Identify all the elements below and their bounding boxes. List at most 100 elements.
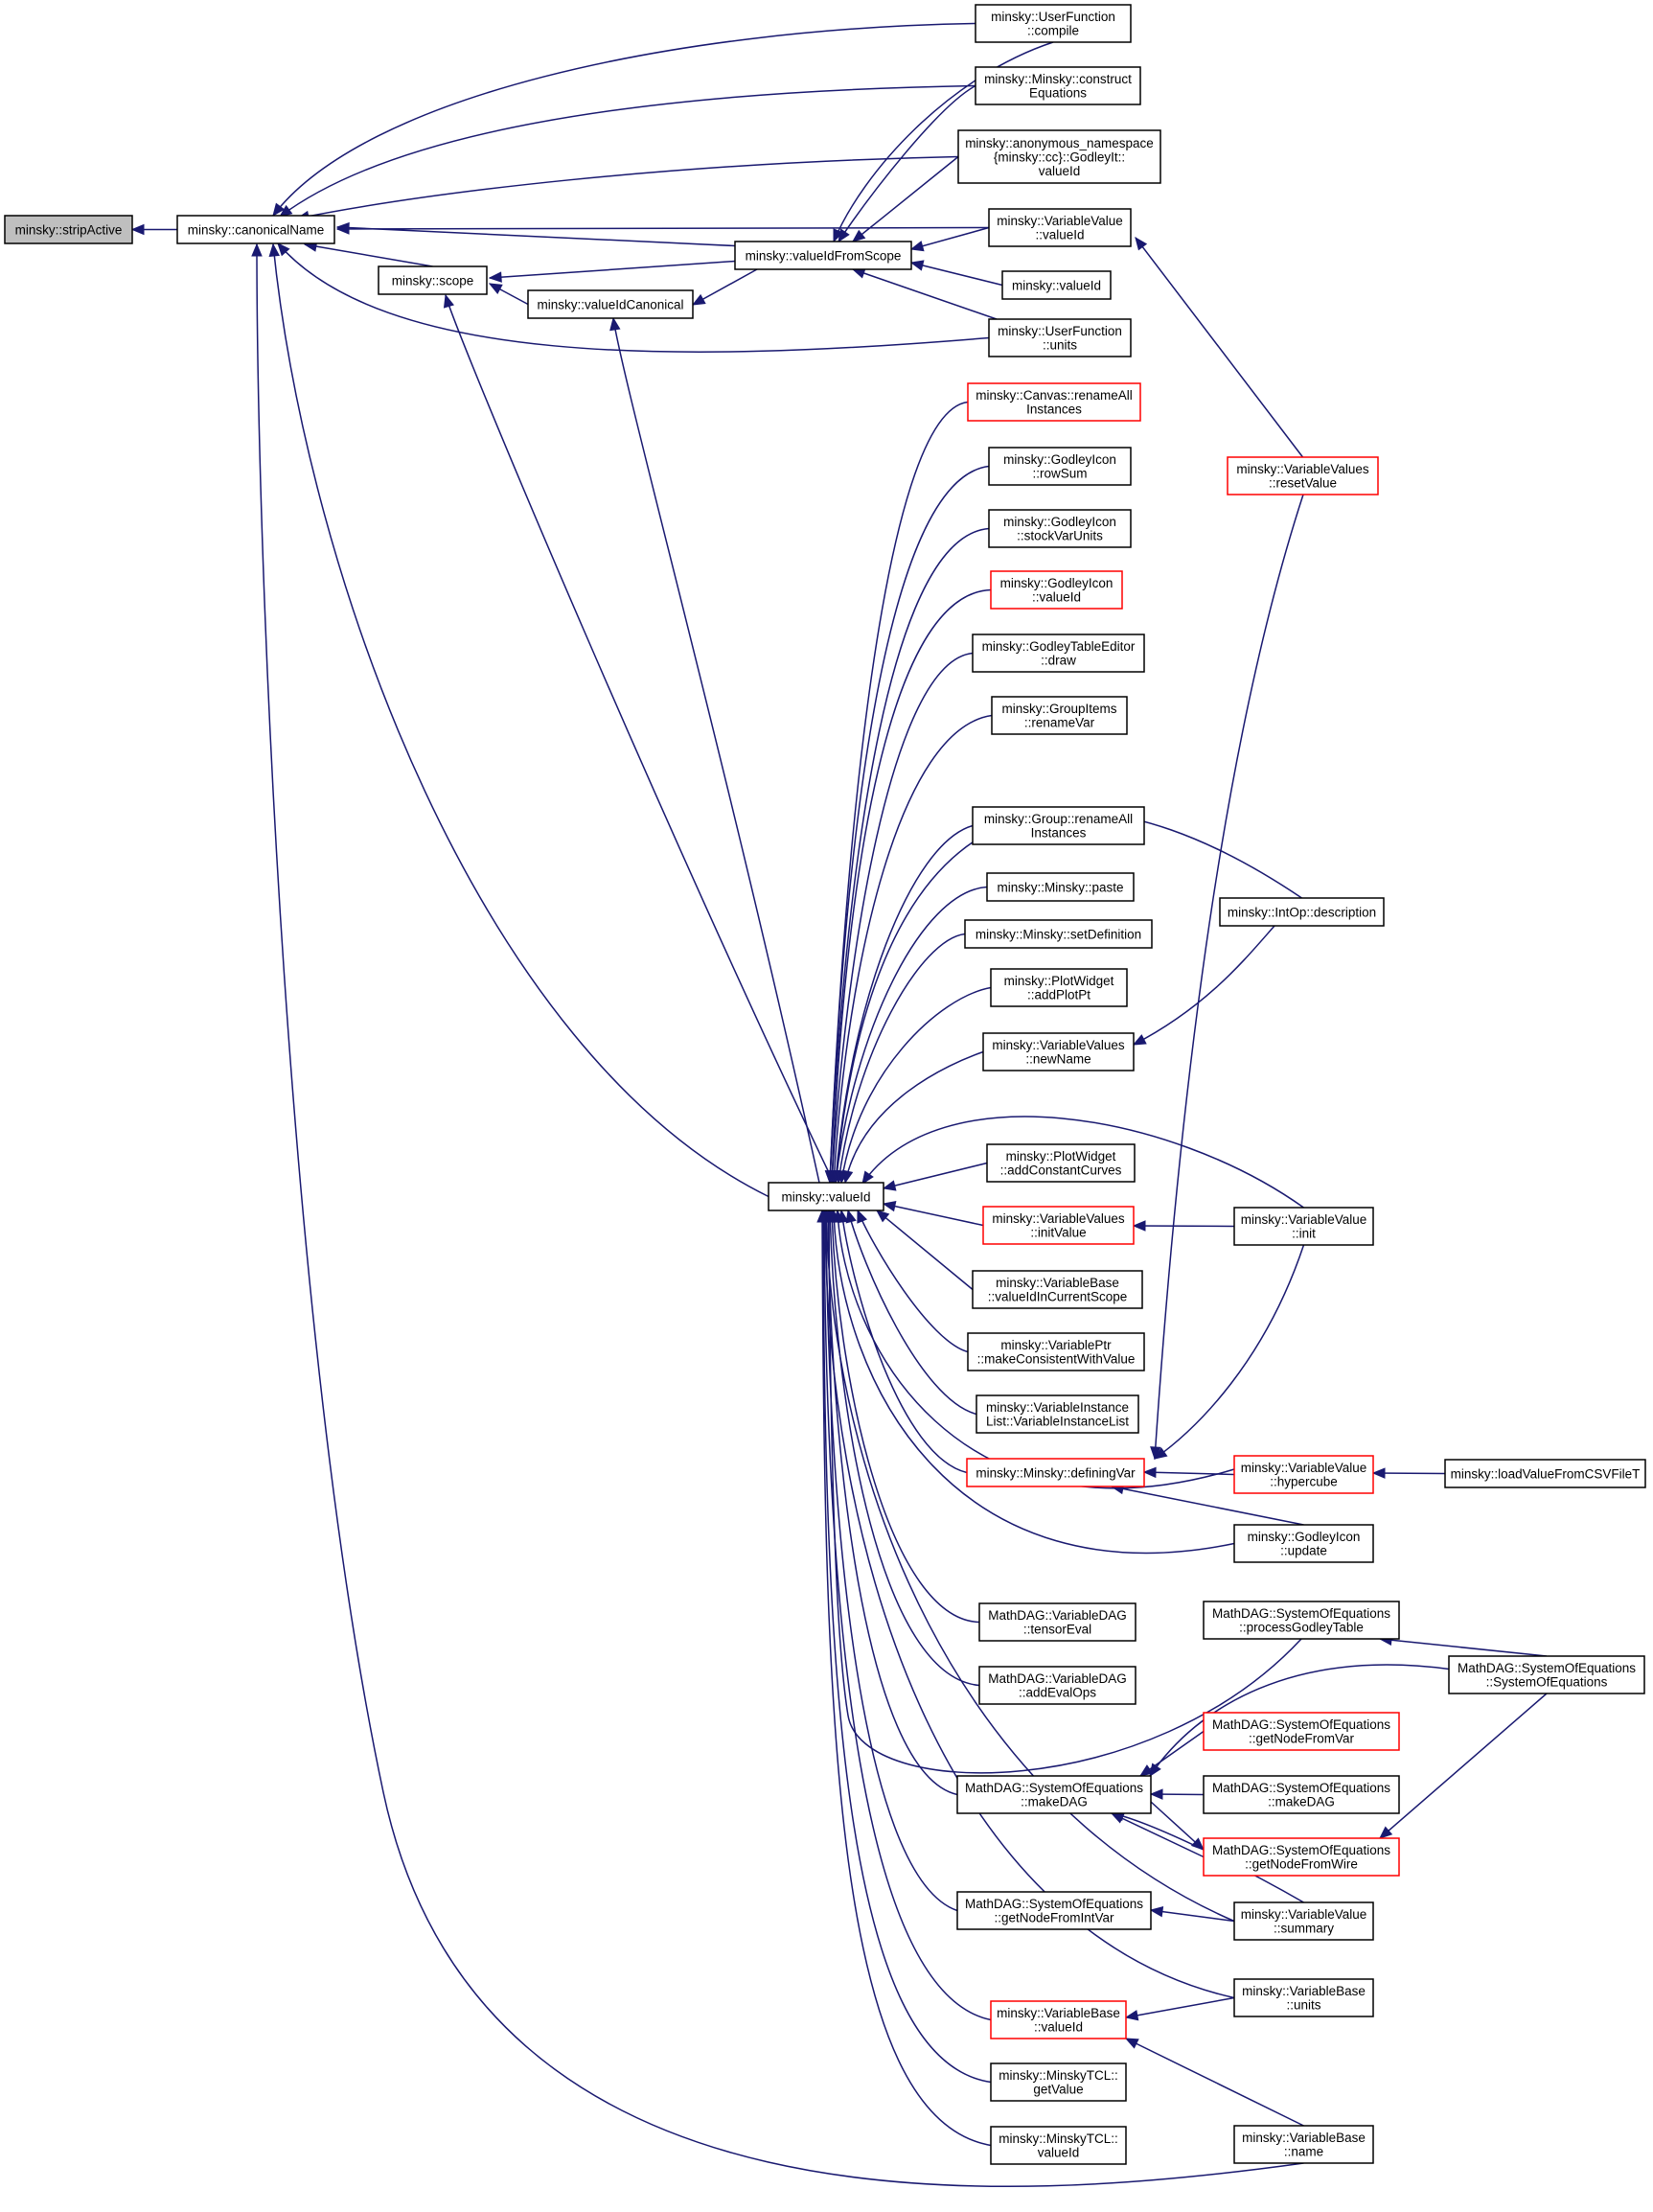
node-soe-makedag2[interactable]: MathDAG::SystemOfEquations::makeDAG [1203,1775,1400,1814]
node-label: minsky::loadValueFromCSVFileT [1451,1466,1641,1481]
node-box [986,1143,1136,1183]
node-gi-stockvarunits[interactable]: minsky::GodleyIcon::stockVarUnits [988,509,1132,548]
node-label: valueId [1038,2146,1080,2160]
node-intop-description[interactable]: minsky::IntOp::description [1219,897,1385,927]
node-label: minsky::Group::renameAll [984,812,1133,826]
e-valueid-vic [609,316,820,1184]
node-label: MathDAG::SystemOfEquations [1212,1781,1390,1795]
node-vv-hypercube[interactable]: minsky::VariableValue::hypercube [1233,1455,1374,1494]
node-label: ::valueId [1034,2020,1083,2035]
node-box [1203,1837,1400,1877]
node-label: minsky::anonymous_namespace [965,136,1154,150]
node-vvals-resetvalue[interactable]: minsky::VariableValues::resetValue [1227,456,1379,495]
node-box [1233,1524,1374,1563]
node-soe-processgodleytable[interactable]: MathDAG::SystemOfEquations::processGodle… [1203,1601,1400,1640]
node-stripactive[interactable]: minsky::stripActive [4,215,133,244]
node-minsky-setdefinition[interactable]: minsky::Minsky::setDefinition [964,919,1153,949]
e-vic-scope [488,283,529,306]
node-label: minsky::UserFunction [998,324,1122,338]
node-canonicalname[interactable]: minsky::canonicalName [176,215,335,244]
node-definingvar[interactable]: minsky::Minsky::definingVar [966,1458,1145,1487]
node-valueidcanonical[interactable]: minsky::valueIdCanonical [527,289,694,319]
node-soe-getnodefromvar[interactable]: MathDAG::SystemOfEquations::getNodeFromV… [1203,1712,1400,1751]
node-box [1233,1455,1374,1494]
node-vdag-tensoreval[interactable]: MathDAG::VariableDAG::tensorEval [978,1602,1136,1642]
node-gte-draw[interactable]: minsky::GodleyTableEditor::draw [972,634,1145,673]
e-construct-vifs [838,84,976,243]
node-label: minsky::VariableValue [1241,1907,1367,1922]
node-gi-update[interactable]: minsky::GodleyIcon::update [1233,1524,1374,1563]
node-box [975,4,1132,43]
node-soe-getnodefromwire[interactable]: MathDAG::SystemOfEquations::getNodeFromW… [1203,1837,1400,1877]
node-vv-summary[interactable]: minsky::VariableValue::summary [1233,1901,1374,1941]
node-vb-valueid[interactable]: minsky::VariableBase::valueId [990,2000,1127,2039]
e-paste-valueid [831,886,988,1185]
node-label: MathDAG::VariableDAG [988,1608,1127,1623]
node-uf-compile[interactable]: minsky::UserFunction::compile [975,4,1132,43]
node-box [957,129,1161,184]
node-valueid[interactable]: minsky::valueId [768,1182,884,1211]
node-box [978,1666,1136,1705]
node-vb-units[interactable]: minsky::VariableBase::units [1233,1978,1374,2017]
node-vvals-newname[interactable]: minsky::VariableValues::newName [982,1032,1135,1071]
node-soe-ctor[interactable]: MathDAG::SystemOfEquations::SystemOfEqua… [1448,1655,1645,1694]
node-gitems-renamevar[interactable]: minsky::GroupItems::renameVar [991,696,1128,735]
node-label: valueId [1039,164,1081,178]
node-gi-rowsum[interactable]: minsky::GodleyIcon::rowSum [988,447,1132,486]
e-ctor-procgod [1378,1634,1548,1657]
e-ufunits-canon [277,242,990,353]
node-label: minsky::GodleyIcon [1003,515,1116,529]
node-label: ::units [1286,1998,1320,2013]
e-vvvalueid-vifs [909,226,990,252]
node-soe-makedag[interactable]: MathDAG::SystemOfEquations::makeDAG [956,1775,1152,1814]
edge-layer [130,22,1548,2187]
e-resetval-vvvalueid [1135,236,1304,458]
node-label: ::addEvalOps [1019,1686,1096,1700]
node-label: minsky::VariableBase [996,1276,1119,1290]
node-label: minsky::stripActive [15,222,123,237]
node-vb-valueidincurrentscope[interactable]: minsky::VariableBase::valueIdInCurrentSc… [972,1270,1143,1309]
node-valueidfromscope[interactable]: minsky::valueIdFromScope [734,241,912,270]
node-soe-getnodefromintvar[interactable]: MathDAG::SystemOfEquations::getNodeFromI… [956,1891,1152,1930]
node-pw-addplotpt[interactable]: minsky::PlotWidget::addPlotPt [990,968,1128,1007]
node-label: ::valueIdInCurrentScope [988,1290,1128,1304]
node-mtcl-valueid[interactable]: minsky::MinskyTCL::valueId [990,2126,1127,2165]
node-box [1001,270,1112,300]
node-label: minsky::VariablePtr [1000,1338,1112,1352]
node-scope[interactable]: minsky::scope [378,265,488,295]
node-label: getValue [1033,2083,1083,2097]
e-vvinit-initval [1132,1220,1235,1232]
node-box [1203,1775,1400,1814]
e-initval-valueid [882,1201,984,1227]
node-vv-init[interactable]: minsky::VariableValue::init [1233,1207,1374,1246]
e-wire-makedag [1110,1812,1205,1858]
node-box [988,447,1132,486]
node-label: Instances [1026,403,1082,417]
node-valueid2[interactable]: minsky::valueId [1001,270,1112,300]
node-vdag-addevalops[interactable]: MathDAG::VariableDAG::addEvalOps [978,1666,1136,1705]
node-vvals-initvalue[interactable]: minsky::VariableValues::initValue [982,1206,1135,1245]
node-pw-addconstantcurves[interactable]: minsky::PlotWidget::addConstantCurves [986,1143,1136,1183]
node-uf-units[interactable]: minsky::UserFunction::units [988,318,1132,357]
node-loadvaluefromcsv[interactable]: minsky::loadValueFromCSVFileT [1444,1459,1646,1488]
node-anongodleyit[interactable]: minsky::anonymous_namespace{minsky::cc}:… [957,129,1161,184]
node-vil-vil[interactable]: minsky::VariableInstanceList::VariableIn… [976,1394,1139,1434]
node-minsky-paste[interactable]: minsky::Minsky::paste [986,872,1135,902]
node-vb-name[interactable]: minsky::VariableBase::name [1233,2125,1374,2164]
node-vv-valueid[interactable]: minsky::VariableValue::valueId [988,208,1132,247]
node-label: minsky::VariableValues [992,1211,1125,1226]
node-label: minsky::Minsky::paste [997,880,1123,894]
e-vbname-canon [251,242,1304,2187]
node-vptr-makeconsistent[interactable]: minsky::VariablePtr::makeConsistentWithV… [967,1332,1145,1371]
node-box [4,215,133,244]
node-label: minsky::PlotWidget [1004,974,1114,988]
node-box [972,806,1145,845]
node-gi-valueid[interactable]: minsky::GodleyIcon::valueId [990,570,1123,610]
e-defvar-resetval [1150,494,1304,1461]
node-mtcl-getvalue[interactable]: minsky::MinskyTCL::getValue [990,2062,1127,2102]
node-box [976,1394,1139,1434]
node-label: ::units [1043,338,1077,353]
